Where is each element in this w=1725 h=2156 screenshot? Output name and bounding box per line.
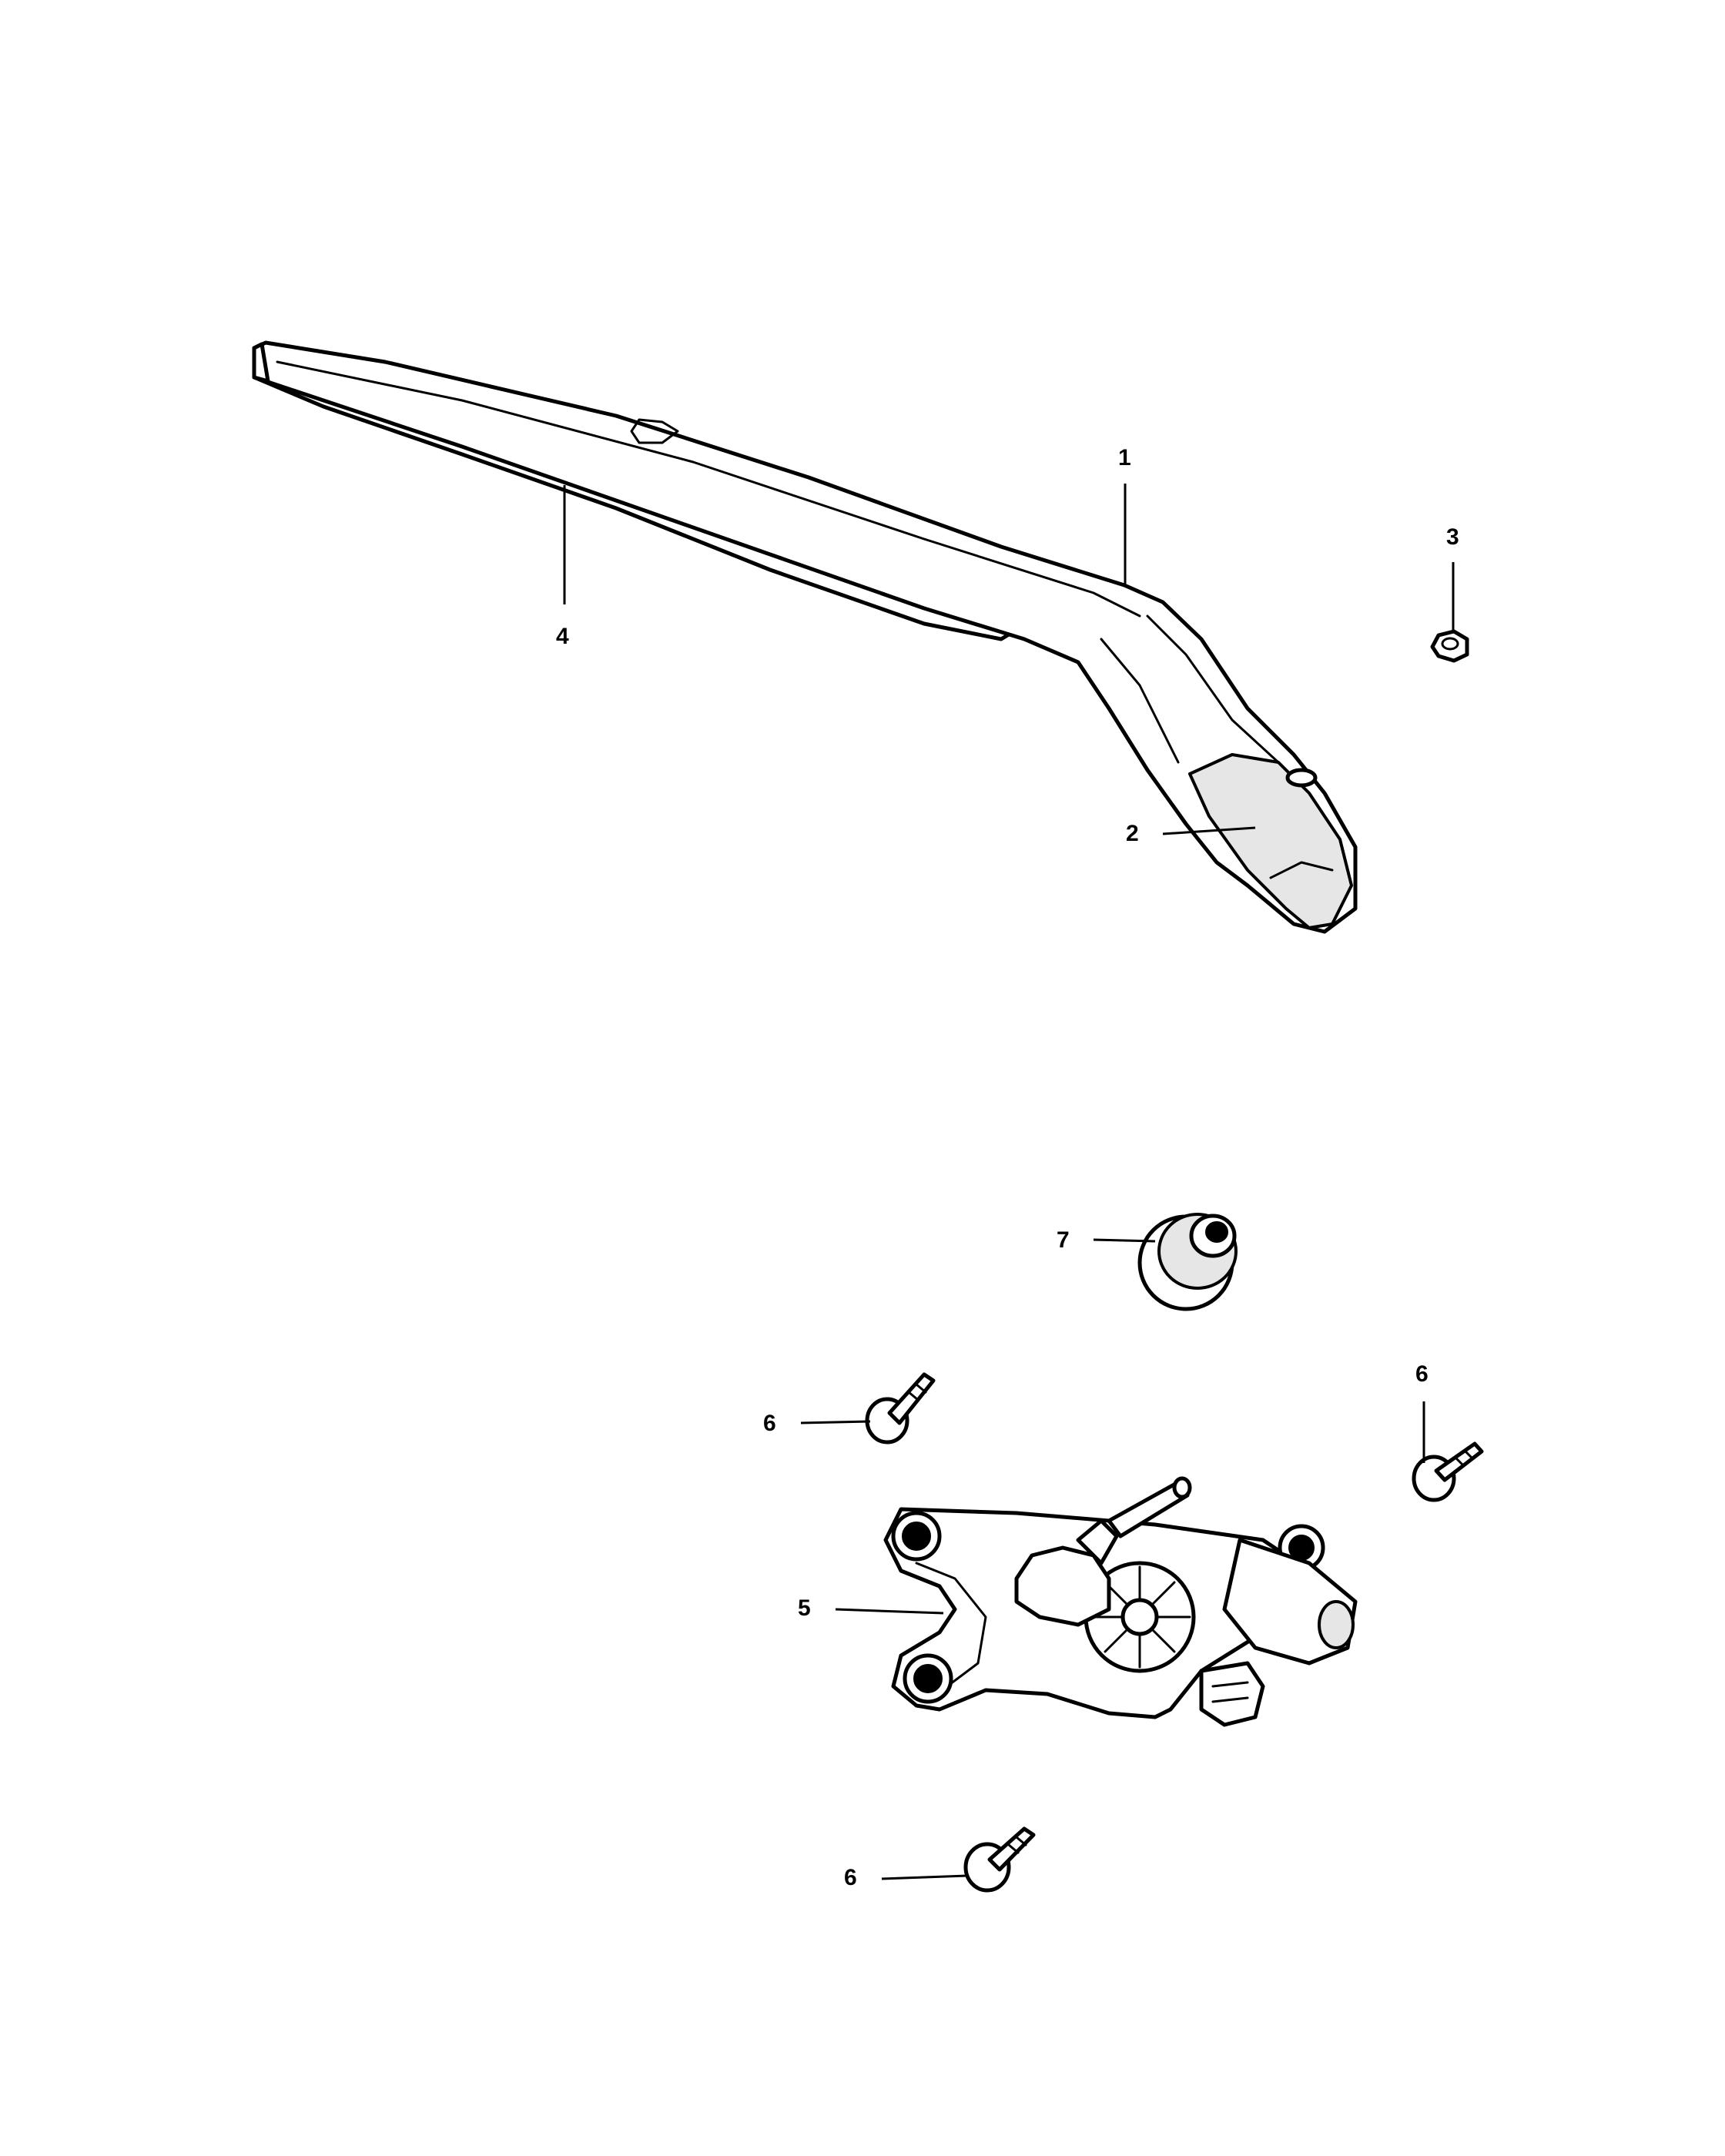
- nut: [1430, 629, 1469, 663]
- callout-2: 2: [1126, 821, 1139, 846]
- wiper-motor: [883, 1476, 1358, 1727]
- bolt-upper-left: [865, 1372, 936, 1445]
- leader-7: [1093, 1238, 1156, 1243]
- leader-6c: [881, 1874, 968, 1880]
- callout-7: 7: [1057, 1227, 1070, 1253]
- callout-4: 4: [556, 624, 569, 649]
- bolt-right: [1412, 1441, 1484, 1502]
- callout-6c: 6: [844, 1865, 857, 1890]
- leader-6a: [800, 1420, 871, 1424]
- leader-5: [835, 1608, 944, 1615]
- leader-2: [1162, 826, 1256, 835]
- callout-5: 5: [798, 1595, 811, 1621]
- wiper-arm: [252, 340, 1358, 934]
- grommet: [1137, 1213, 1238, 1311]
- callout-6a: 6: [763, 1411, 776, 1436]
- bolt-lower: [963, 1826, 1036, 1893]
- callout-1: 1: [1118, 445, 1131, 470]
- callout-3: 3: [1446, 524, 1459, 550]
- callout-6b: 6: [1415, 1361, 1429, 1387]
